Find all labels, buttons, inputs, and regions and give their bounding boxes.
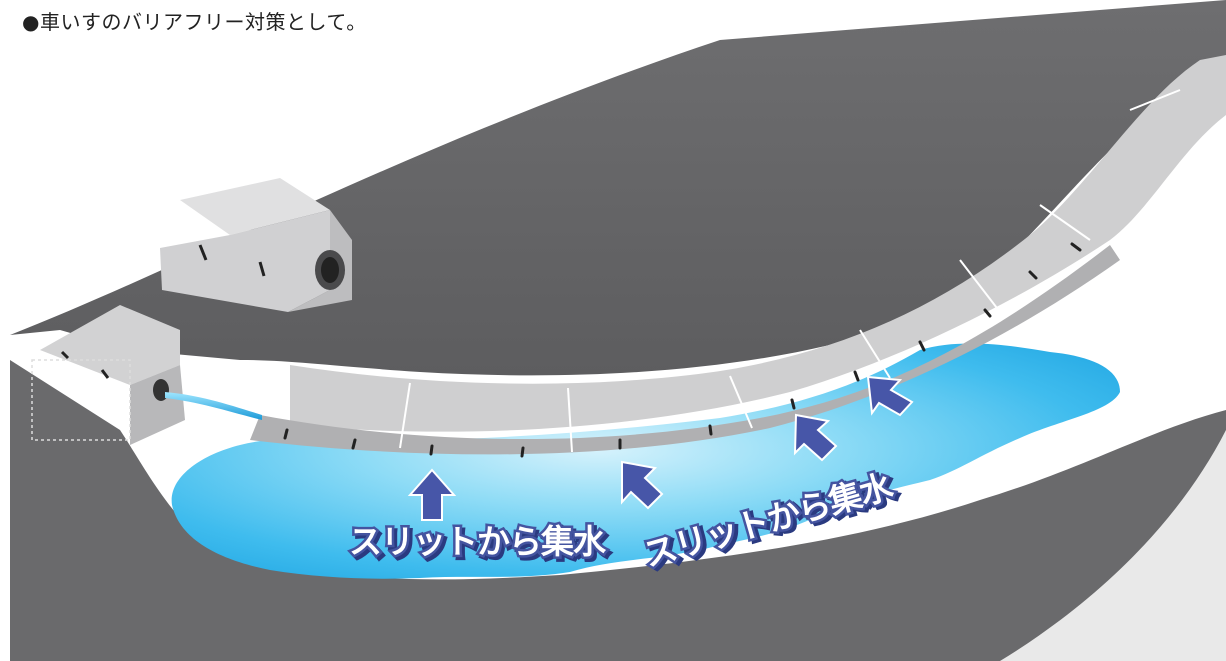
road-fade [1000,430,1226,661]
curb-blocks [250,55,1226,455]
standalone-block [160,178,352,312]
label-1-shadow: スリットから集水 [352,525,610,564]
svg-text:スリットから集水: スリットから集水 [352,525,610,564]
flow-arrows [407,375,914,521]
svg-text:スリットから集水: スリットから集水 [349,522,607,561]
arrow-up-left-icon [793,413,838,462]
catch-basin [31,305,185,445]
arrow-up-icon [407,468,457,521]
slit-marks [283,242,1082,458]
road-surface-upper [10,0,1226,376]
arrow-up-left-icon [621,460,664,510]
diagram-caption: ●車いすのバリアフリー対策として。 [22,10,367,34]
outflow-water [165,392,262,420]
label-1-text: スリットから集水 [349,522,607,561]
arrow-up-left-icon [866,375,914,417]
road-surface-lower [10,360,1226,661]
curb-top [290,55,1226,432]
label-group-1: スリットから集水 スリットから集水 [347,520,614,567]
curb-face [250,245,1120,455]
